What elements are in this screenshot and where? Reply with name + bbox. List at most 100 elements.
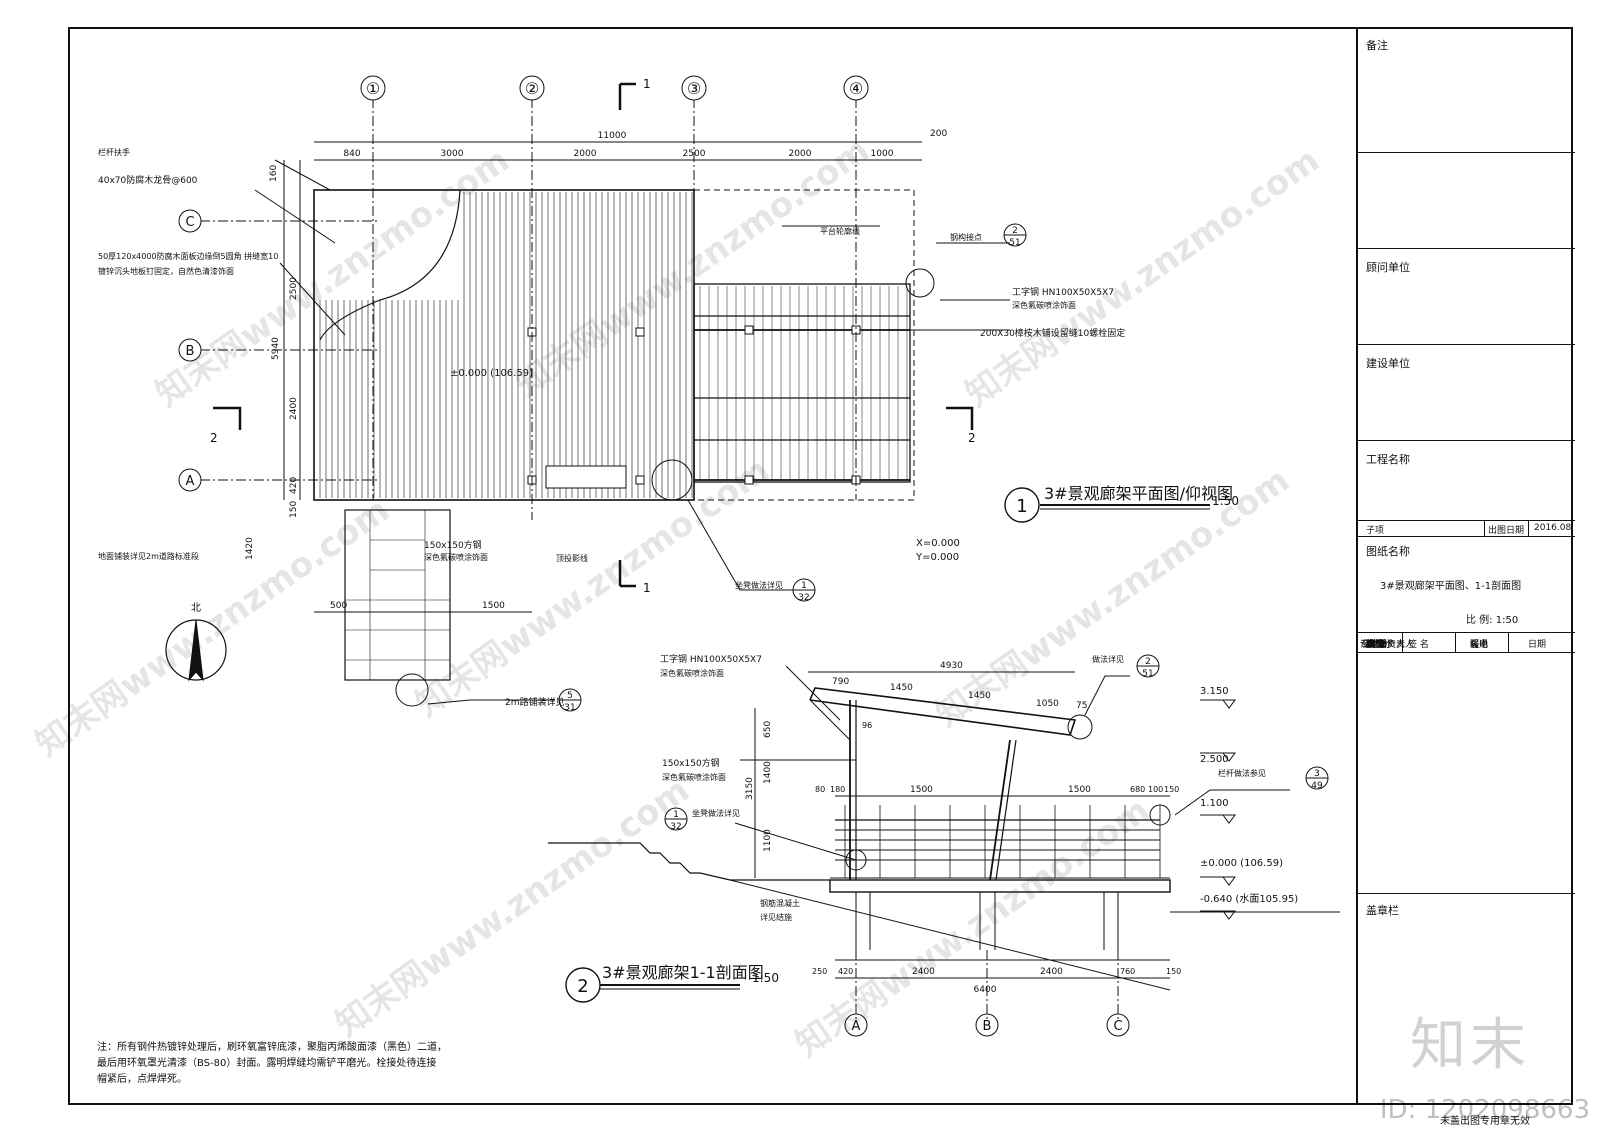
drawing-frame <box>68 27 1573 1105</box>
ref-top: 1 <box>801 581 807 591</box>
dim: 200 <box>930 129 947 139</box>
coord-x: X=0.000 <box>916 538 960 549</box>
label-ibeam: 工字钢 HN100X50X5X7 <box>1012 286 1114 298</box>
dim: 3150 <box>745 777 755 800</box>
ref-top: 5 <box>567 691 573 701</box>
axis-label: ④ <box>849 79 863 98</box>
dim: 2500 <box>683 149 706 159</box>
label-road: 2m路铺装详见 <box>505 696 565 708</box>
section-mark: 1 <box>643 581 651 595</box>
consultant-cell: 顾问单位 <box>1358 249 1575 345</box>
label-ibeam: 工字钢 HN100X50X5X7 <box>660 653 762 665</box>
ref-bottom: 51 <box>1009 238 1020 248</box>
subitem-row: 子项 出图日期 2016.08 <box>1358 521 1575 537</box>
table-row: 给排水弱电 <box>1358 633 1575 653</box>
general-notes: 注：所有钢件热镀锌处理后，刷环氧富锌底漆，聚脂丙烯酸面漆（黑色）二道， 最后用环… <box>97 1040 447 1088</box>
level: 2.500 <box>1200 754 1229 765</box>
ref-bottom: 31 <box>564 703 575 713</box>
dim: 840 <box>343 149 360 159</box>
dim: 80 <box>815 785 825 794</box>
label-detail: 做法详见 <box>1092 654 1124 664</box>
level: -0.640 (水面105.95) <box>1200 893 1298 905</box>
seal-cell: 盖章栏 <box>1358 893 1575 1105</box>
axis-label: ② <box>525 79 539 98</box>
label-ibeam-finish: 深色氟碳喷涂饰面 <box>1012 300 1076 310</box>
dim: 180 <box>830 785 845 794</box>
dim: 2500 <box>289 277 299 300</box>
level: 1.100 <box>1200 798 1229 809</box>
label-sub-board: 200X30樟桉木铺设留缝10螺栓固定 <box>980 327 1125 339</box>
dim-total: 6400 <box>974 985 997 995</box>
ref-bottom: 32 <box>670 822 681 832</box>
dim: 650 <box>763 721 773 738</box>
axis-label: B <box>983 1019 992 1034</box>
ref-top: 3 <box>1314 769 1320 779</box>
dim: 4930 <box>940 661 963 671</box>
coord-y: Y=0.000 <box>915 552 959 563</box>
drawing-name-label: 图纸名称 <box>1366 545 1410 558</box>
ref-top: 2 <box>1145 657 1151 667</box>
dim: 420 <box>838 967 853 976</box>
dim: 790 <box>832 677 849 687</box>
project-cell: 工程名称 <box>1358 441 1575 521</box>
brand-logo: 知末 <box>1410 1013 1530 1078</box>
level: ±0.000 (106.59) <box>450 368 533 379</box>
remarks-cell: 备注 <box>1358 27 1575 153</box>
dim: 1050 <box>1036 699 1059 709</box>
section-scale: 1:50 <box>752 971 779 985</box>
dim: 760 <box>1120 967 1135 976</box>
date-value: 2016.08 <box>1534 523 1572 533</box>
ref-bottom: 32 <box>798 593 809 603</box>
label-bench: 坐凳做法详见 <box>692 808 740 818</box>
dim: 1400 <box>763 761 773 784</box>
axis-label: ① <box>366 79 380 98</box>
axis-label: A <box>186 474 195 489</box>
note-line: 最后用环氧罩光清漆（BS-80）封面。露明焊缝均需铲平磨光。栓接处待连接 <box>97 1058 437 1069</box>
dim: 1000 <box>871 149 894 159</box>
plan-scale: 1:50 <box>1212 494 1239 508</box>
consultant-label: 顾问单位 <box>1366 261 1410 274</box>
ref-top: 2 <box>1012 226 1018 236</box>
label-steel-node: 钢构接点 <box>950 232 982 242</box>
seal-label: 盖章栏 <box>1366 904 1399 917</box>
dim: 2000 <box>789 149 812 159</box>
dim: 1420 <box>245 537 255 560</box>
label-railing: 栏杆扶手 <box>98 147 130 157</box>
plan-title: 3#景观廊架平面图/仰视图 <box>1044 484 1233 503</box>
plan-number: 1 <box>1016 496 1027 517</box>
project-label: 工程名称 <box>1366 453 1410 466</box>
client-cell: 建设单位 <box>1358 345 1575 441</box>
dim: 150 <box>1166 967 1181 976</box>
drawing-name: 3#景观廊架平面图、1-1剖面图 <box>1380 581 1522 592</box>
label-square-finish: 深色氟碳喷涂饰面 <box>662 772 726 782</box>
axis-label: ③ <box>687 79 701 98</box>
subitem-label: 子项 <box>1366 526 1385 536</box>
label-deck: 镀锌沉头地板钉固定，自然色清漆饰面 <box>98 266 234 276</box>
note-line: 帽紧后，点焊焊死。 <box>97 1074 187 1085</box>
dim: 1500 <box>910 785 933 795</box>
dim: 150 <box>289 501 299 518</box>
axis-label: C <box>1113 1019 1122 1034</box>
dim: 5940 <box>271 337 281 360</box>
ref-top: 1 <box>673 810 679 820</box>
dim: 75 <box>1076 701 1087 711</box>
axis-label: A <box>852 1019 861 1034</box>
dim: 2400 <box>1040 967 1063 977</box>
label-bench: 坐凳做法详见 <box>735 580 783 590</box>
dim: 500 <box>330 601 347 611</box>
stamp-note: 未盖出图专用章无效 <box>1440 1116 1530 1127</box>
dim: 1500 <box>1068 785 1091 795</box>
level: ±0.000 (106.59) <box>1200 858 1283 869</box>
axis-label: C <box>185 215 194 230</box>
plan-axis-bubbles: ① ② ③ ④ C B A <box>178 75 869 492</box>
dim: 1100 <box>763 829 773 852</box>
dim: 1450 <box>968 691 991 701</box>
client-label: 建设单位 <box>1366 357 1410 370</box>
dim: 420 <box>289 477 299 494</box>
section-mark: 1 <box>643 77 651 91</box>
drawing-name-cell: 图纸名称 3#景观廊架平面图、1-1剖面图 比 例: 1:50 <box>1358 537 1575 633</box>
label-paving: 地面铺装详见2m道路标准段 <box>98 551 199 561</box>
label-square: 150x150方钢 <box>424 539 482 551</box>
label-joist: 40x70防腐木龙骨@600 <box>98 174 198 186</box>
